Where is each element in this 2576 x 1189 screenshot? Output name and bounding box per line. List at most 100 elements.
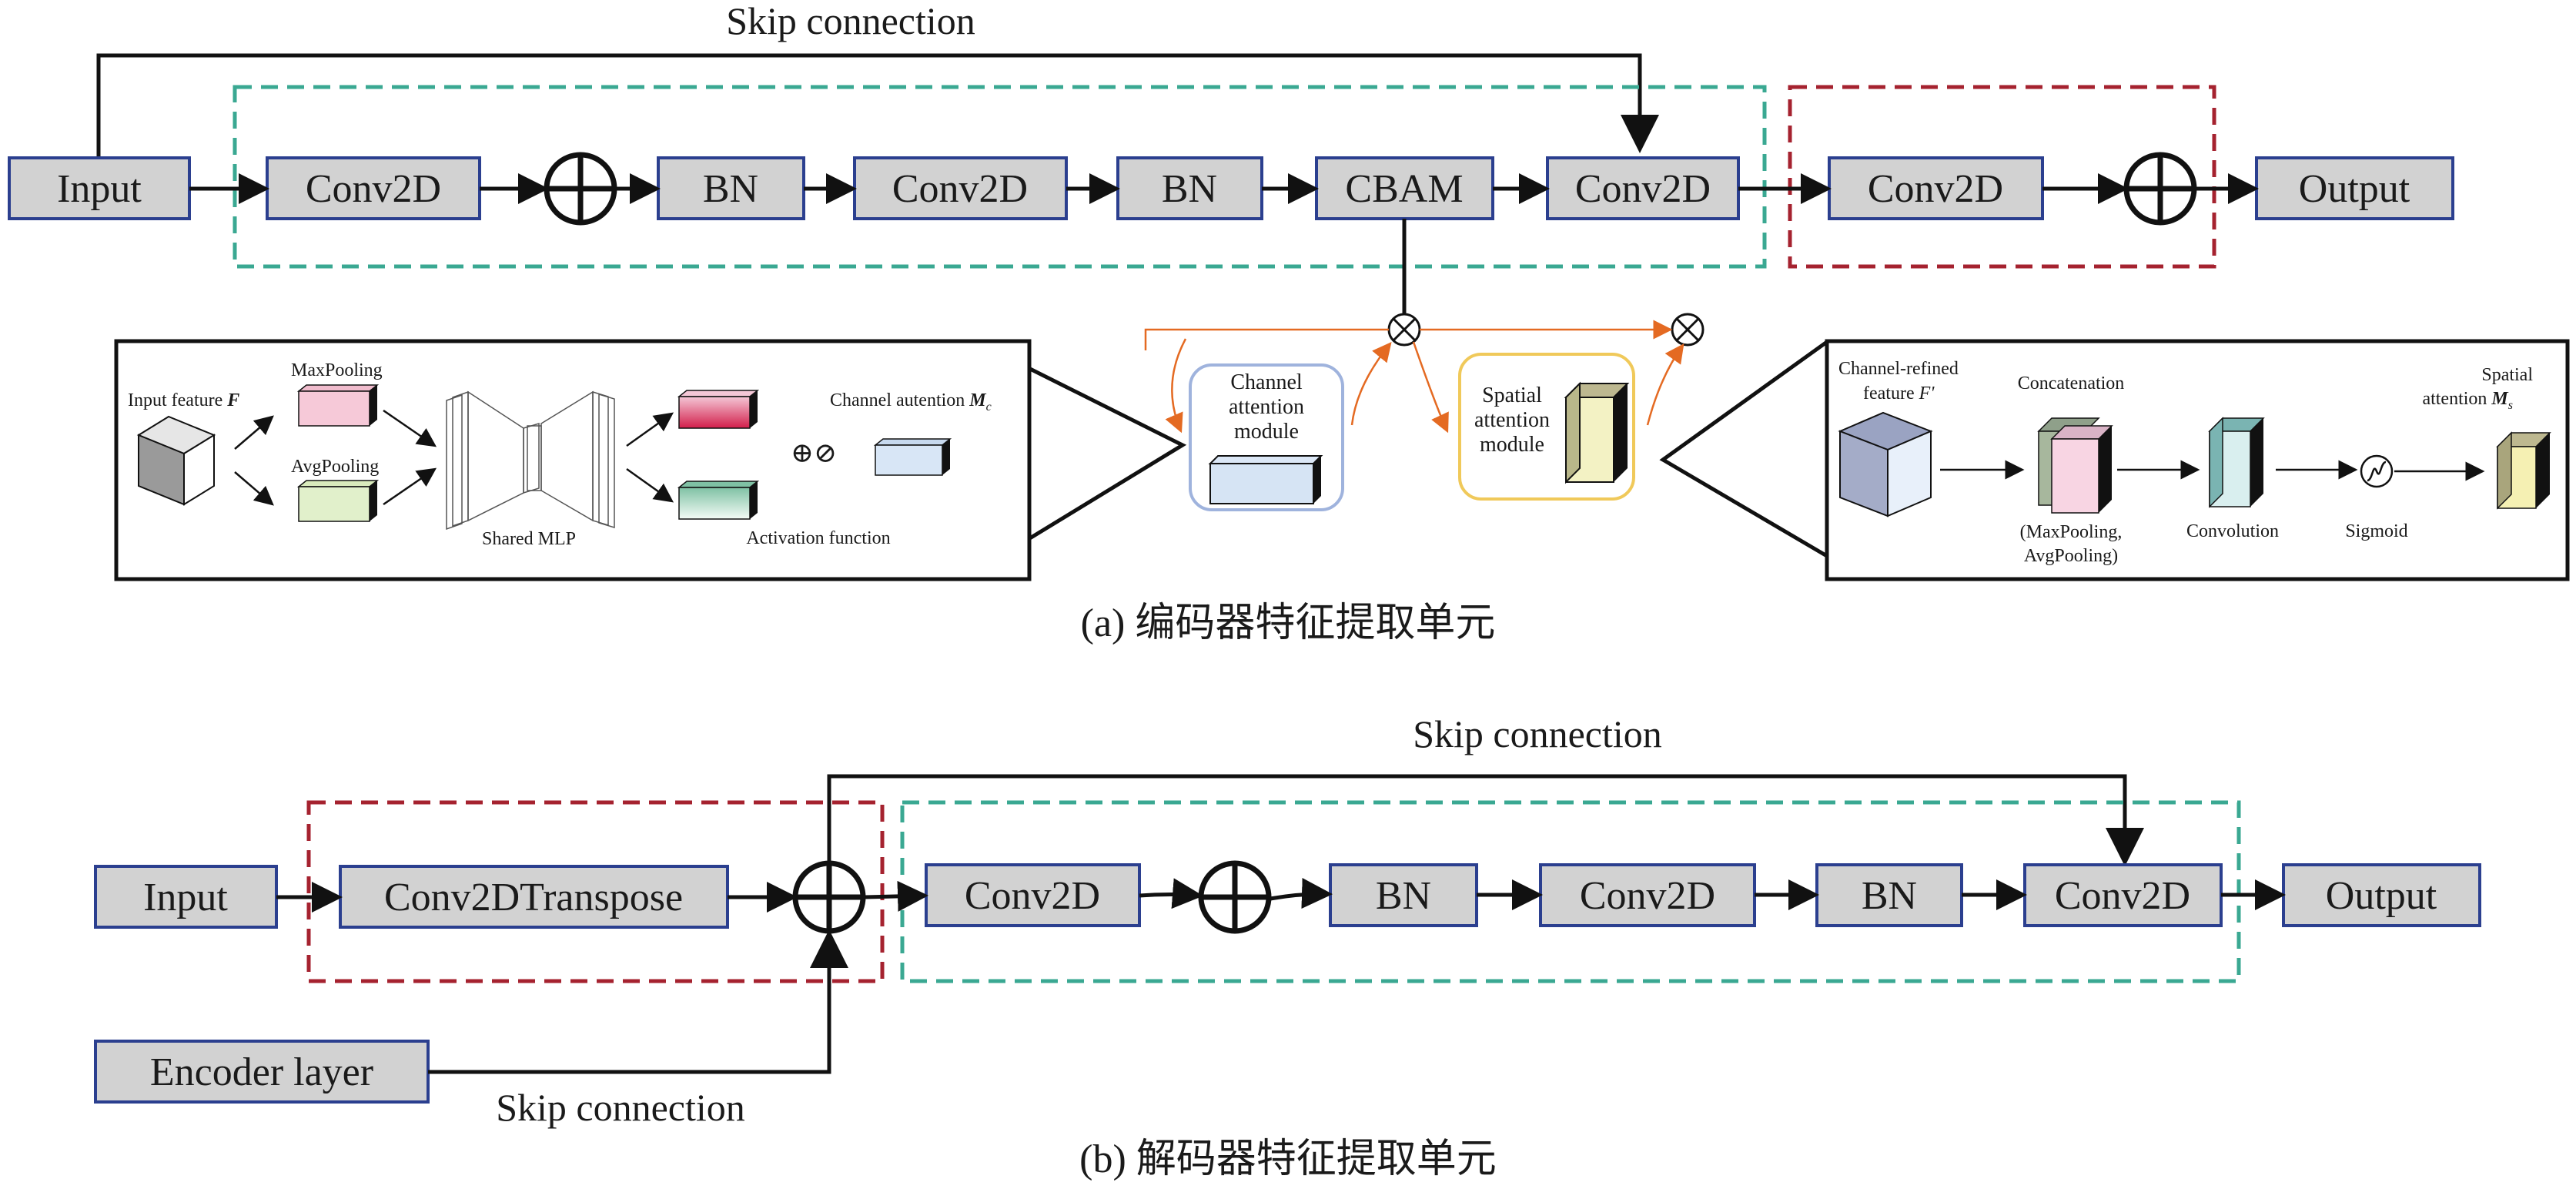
svg-text:Encoder layer: Encoder layer	[150, 1050, 373, 1094]
svg-text:attention: attention	[1229, 395, 1304, 419]
enc-add-1	[544, 152, 617, 226]
enc-block-bn-2: BN	[1116, 156, 1263, 220]
channel-attention-sub: c	[986, 400, 992, 414]
svg-text:Conv2D: Conv2D	[892, 167, 1028, 211]
enc-block-input: Input	[8, 156, 191, 220]
svg-text:Input feature F: Input feature F	[128, 390, 239, 410]
svg-text:attention Ms: attention Ms	[2422, 389, 2513, 412]
channel-attention-module: Channel attention module	[1189, 363, 1344, 511]
add-normalize-ops: ⊕⊘	[791, 437, 837, 468]
avgpooling-block	[296, 480, 380, 522]
decoder-caption: (b) 解码器特征提取单元	[1079, 1137, 1497, 1181]
avg-activation-block	[677, 481, 760, 520]
channel-attention-label: Channel autention	[830, 390, 965, 410]
svg-text:Conv2D: Conv2D	[1580, 874, 1715, 918]
svg-text:Conv2D: Conv2D	[965, 874, 1100, 918]
enc-block-conv2d-4: Conv2D	[1828, 156, 2044, 220]
svg-text:BN: BN	[1376, 874, 1431, 918]
avgpooling-label: AvgPooling	[291, 457, 379, 477]
svg-text:Conv2D: Conv2D	[2055, 874, 2190, 918]
encoder-section: Skip connection Input Conv2D BN Conv2D B…	[8, 0, 2570, 645]
dec-block-input: Input	[94, 865, 278, 929]
decoder-skip-arrow-top	[827, 774, 2144, 866]
input-feature-symbol: F	[226, 390, 239, 410]
svg-text:Conv2D: Conv2D	[1868, 167, 2003, 211]
spatial-attention-label-1: Spatial	[2481, 365, 2533, 385]
dec-block-encoder-layer: Encoder layer	[94, 1040, 430, 1104]
spatial-attention-label-2: attention	[2422, 389, 2487, 409]
decoder-skip-arrow-bottom	[428, 929, 848, 1074]
input-feature-cube	[136, 415, 216, 506]
enc-add-2	[2123, 152, 2197, 226]
svg-text:BN: BN	[703, 167, 758, 211]
svg-text:attention: attention	[1474, 408, 1550, 432]
encoder-output-group	[1788, 85, 2216, 269]
enc-block-cbam: CBAM	[1315, 156, 1494, 220]
enc-block-conv2d-2: Conv2D	[853, 156, 1068, 220]
channel-panel-connector	[1027, 366, 1187, 541]
maxpooling-block	[296, 384, 380, 427]
cbam-orange-arrows	[1144, 320, 1684, 434]
dec-block-conv2d-1: Conv2D	[925, 863, 1141, 927]
sigmoid-label: Sigmoid	[2345, 521, 2407, 541]
svg-text:Output: Output	[2299, 167, 2410, 211]
decoder-skip-label-bottom: Skip connection	[496, 1086, 745, 1129]
concatenation-label: Concatenation	[2018, 373, 2125, 394]
dec-block-conv2d-2: Conv2D	[1539, 863, 1756, 927]
svg-text:module: module	[1234, 420, 1299, 444]
svg-text:CBAM: CBAM	[1345, 167, 1463, 211]
refined-feature-symbol: F'	[1919, 383, 1935, 404]
activation-function-label: Activation function	[746, 528, 890, 548]
spatial-attention-sub: s	[2508, 399, 2513, 412]
input-feature-label: Input feature	[128, 390, 222, 410]
svg-text:Conv2D: Conv2D	[306, 167, 441, 211]
encoder-skip-arrow	[96, 53, 1659, 158]
channel-feature-block	[1208, 455, 1323, 504]
channel-attention-output-block	[873, 438, 952, 476]
spatial-attention-symbol: M	[2491, 389, 2509, 409]
convolution-label: Convolution	[2186, 521, 2279, 541]
svg-text:Output: Output	[2326, 874, 2437, 918]
svg-text:Channel autention Mc: Channel autention Mc	[830, 390, 992, 414]
enc-block-conv2d-1: Conv2D	[266, 156, 481, 220]
svg-text:Conv2DTranspose: Conv2DTranspose	[384, 876, 683, 919]
encoder-skip-label: Skip connection	[726, 0, 975, 42]
channel-attention-panel: Input feature F MaxPooling AvgPooling	[114, 339, 1032, 581]
decoder-upsample-group	[306, 800, 885, 983]
svg-text:Spatial: Spatial	[1482, 383, 1542, 407]
pooling-label-1: (MaxPooling,	[2020, 522, 2123, 542]
decoder-section: Skip connection Input Conv2DTranspose Co…	[94, 712, 2481, 1181]
shared-mlp-label: Shared MLP	[482, 529, 576, 549]
convolution-block	[2208, 417, 2265, 508]
svg-text:Conv2D: Conv2D	[1575, 167, 1711, 211]
enc-block-output: Output	[2255, 156, 2454, 220]
concatenation-blocks	[2037, 417, 2113, 514]
maxpooling-label: MaxPooling	[291, 360, 383, 380]
cbam-multiply-2	[1671, 313, 1705, 347]
dec-flow-arrows	[276, 878, 2286, 913]
svg-text:Channel: Channel	[1230, 370, 1303, 394]
svg-text:feature F': feature F'	[1863, 383, 1935, 404]
svg-text:BN: BN	[1162, 167, 1217, 211]
svg-text:Input: Input	[143, 876, 228, 919]
refined-feature-label-2: feature	[1863, 383, 1915, 404]
spatial-attention-panel: Channel-refined feature F' Concatenation…	[1825, 339, 2570, 581]
max-activation-block	[677, 390, 760, 429]
dec-add-1	[792, 860, 866, 934]
channel-attention-symbol: M	[969, 390, 987, 410]
pooling-label-2: AvgPooling)	[2024, 546, 2118, 566]
spatial-panel-connector	[1659, 340, 1828, 558]
dec-block-bn-2: BN	[1815, 863, 1963, 927]
svg-text:module: module	[1480, 433, 1544, 457]
dec-block-output: Output	[2282, 863, 2481, 927]
svg-text:BN: BN	[1862, 874, 1917, 918]
enc-block-bn-1: BN	[657, 156, 805, 220]
svg-text:Input: Input	[57, 167, 142, 211]
refined-feature-label-1: Channel-refined	[1838, 359, 1959, 379]
enc-block-conv2d-3: Conv2D	[1546, 156, 1740, 220]
dec-add-2	[1198, 860, 1272, 934]
shared-mlp-shape	[446, 390, 615, 531]
encoder-residual-group	[233, 85, 1767, 269]
sigmoid-icon	[2360, 454, 2394, 488]
